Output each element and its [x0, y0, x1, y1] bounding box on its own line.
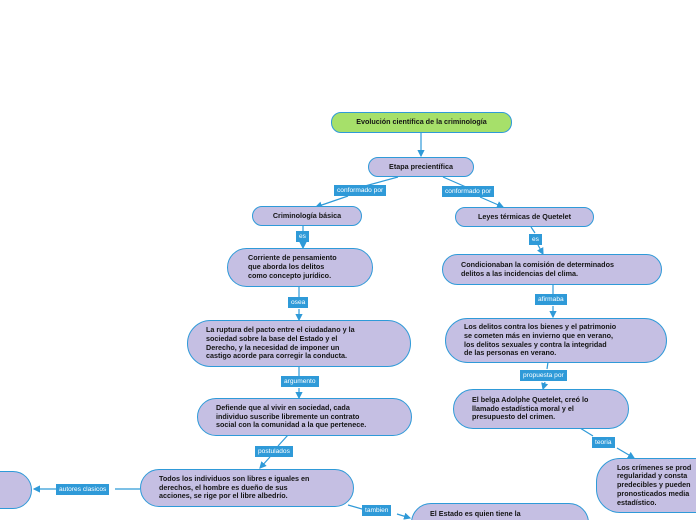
root-node-text: Evolución científica de la criminología [356, 117, 487, 127]
belga-text: El belga Adolphe Quetelet, creó lo llama… [472, 394, 589, 422]
delitos-text: Los delitos contra los bienes y el patri… [464, 321, 617, 358]
defiende-text: Defiende que al vivir en sociedad, cada … [216, 402, 367, 430]
todos-node[interactable]: Todos los individuos son libres e iguale… [140, 469, 354, 507]
label-argumento[interactable]: argumento [281, 376, 319, 387]
todos-text: Todos los individuos son libres e iguale… [159, 473, 310, 501]
label-conformado-por-right[interactable]: conformado por [442, 186, 495, 197]
link-etapa-conformado2 [442, 176, 467, 188]
link-conformado2-leyes [479, 196, 505, 208]
root-node[interactable]: Evolución científica de la criminología [331, 112, 512, 133]
label-teoria[interactable]: teoria [592, 437, 615, 448]
link-leyes-es [530, 226, 536, 234]
link-belga-teoria [579, 427, 594, 437]
criminologia-basica-node[interactable]: Criminología básica [252, 206, 362, 226]
ruptura-text: La ruptura del pacto entre el ciudadano … [206, 324, 355, 361]
estado-node[interactable]: El Estado es quien tiene la [411, 503, 589, 520]
link-propuesta-belga [541, 381, 549, 391]
defiende-node[interactable]: Defiende que al vivir en sociedad, cada … [197, 398, 412, 436]
label-afirmaba[interactable]: afirmaba [535, 294, 567, 305]
estado-text: El Estado es quien tiene la [430, 509, 521, 518]
etapa-precientifica-node[interactable]: Etapa precientífica [368, 157, 474, 177]
link-defiende-postulados [277, 434, 289, 447]
label-postulados[interactable]: postulados [255, 446, 293, 457]
corriente-node[interactable]: Corriente de pensamiento que aborda los … [227, 248, 373, 287]
label-es-right[interactable]: es [529, 234, 542, 245]
leyes-termicas-text: Leyes térmicas de Quetelet [477, 211, 572, 221]
condicionaban-text: Condicionaban la comisión de determinado… [461, 259, 614, 278]
label-autores-clasicos[interactable]: autores clasicos [56, 484, 110, 495]
crimenes-node[interactable]: Los crímenes se prod regularidad y const… [596, 458, 696, 513]
ruptura-node[interactable]: La ruptura del pacto entre el ciudadano … [187, 320, 411, 367]
leyes-termicas-node[interactable]: Leyes térmicas de Quetelet [455, 207, 594, 227]
link-teoria-crimenes [616, 447, 636, 459]
link-delitos-propuesta [546, 361, 549, 370]
label-tambien[interactable]: tambien [362, 505, 392, 516]
autores-clasicos-target-node[interactable] [0, 471, 32, 509]
belga-node[interactable]: El belga Adolphe Quetelet, creó lo llama… [453, 389, 629, 429]
corriente-text: Corriente de pensamiento que aborda los … [248, 253, 337, 280]
label-es-left[interactable]: es [296, 231, 309, 242]
etapa-precientifica-text: Etapa precientífica [389, 161, 453, 171]
link-postulados-todos [259, 456, 271, 469]
label-osea[interactable]: osea [288, 297, 309, 308]
condicionaban-node[interactable]: Condicionaban la comisión de determinado… [442, 254, 662, 285]
delitos-node[interactable]: Los delitos contra los bienes y el patri… [445, 318, 667, 363]
crimenes-text: Los crímenes se prod regularidad y const… [617, 462, 692, 507]
link-es-condicionaban [536, 244, 544, 256]
label-conformado-por-left[interactable]: conformado por [334, 185, 387, 196]
link-conformado1-basica [314, 195, 349, 209]
criminologia-basica-text: Criminología básica [272, 210, 342, 220]
link-todos-tambien [347, 504, 363, 510]
label-propuesta-por[interactable]: propuesta por [520, 370, 567, 381]
link-etapa-conformado1 [364, 176, 399, 187]
link-tambien-estado [396, 512, 412, 520]
